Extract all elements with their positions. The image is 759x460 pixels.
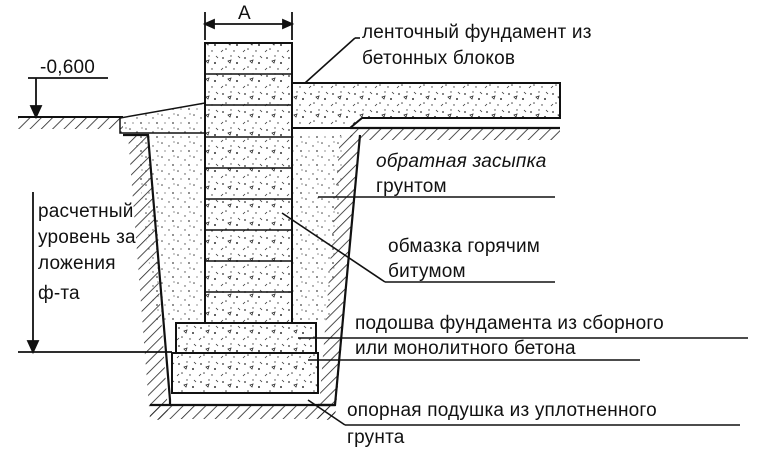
level-mark-label: -0,600 [40,57,96,78]
label-backfill-line2: грунтом [376,176,447,197]
label-design-depth-line1: расчетный [38,201,134,222]
soil-cushion [171,352,319,394]
dimension-label-a: А [238,3,251,24]
ground-hatching [18,116,560,420]
blind-area-slab [291,82,561,130]
pit-outline [123,133,362,407]
label-design-depth-line2: уровень за [38,227,136,248]
label-coating-line1: обмазка горячим [388,236,541,257]
label-cushion-line2: грунта [347,427,405,448]
label-strip-foundation-line2: бетонных блоков [362,48,516,69]
label-backfill-line1: обратная засыпка [376,151,547,172]
width-dimension [202,12,295,40]
concrete-block-wall [204,42,293,324]
label-cushion-line1: опорная подушка из уплотненного [347,400,657,421]
label-strip-foundation-line1: ленточный фундамент из [362,22,592,43]
footing [175,322,317,354]
label-design-depth-line4: ф-та [38,283,80,304]
design-depth-marker [18,192,172,355]
label-coating-line2: битумом [388,261,466,282]
label-footing-line2: или монолитного бетона [355,338,576,359]
label-design-depth-line3: ложения [38,253,116,274]
leader-lines [281,37,748,426]
label-footing-line1: подошва фундамента из сборного [355,313,664,334]
level-mark [28,77,108,120]
